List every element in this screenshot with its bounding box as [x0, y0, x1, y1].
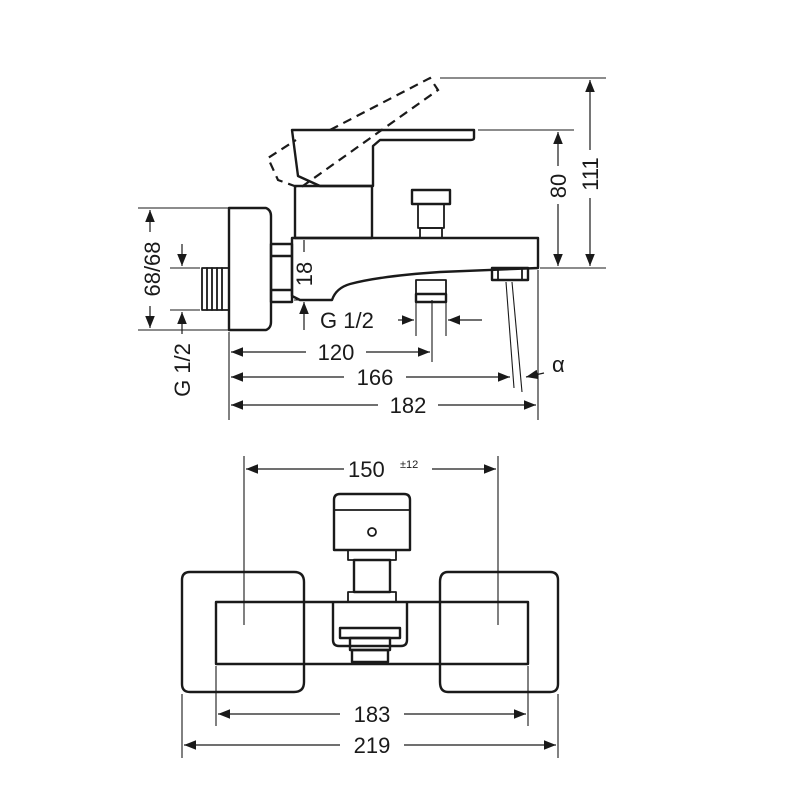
- wall-connector: [201, 267, 230, 311]
- front-view: 150 ±12 183 219: [180, 454, 560, 758]
- left-rosette: [180, 570, 306, 694]
- aerator: [490, 266, 530, 282]
- stream-line-1: [505, 281, 515, 389]
- center-housing: [331, 602, 409, 648]
- angle-arrow: [525, 369, 545, 380]
- mixer-cartridge: [293, 184, 374, 240]
- front-body: [214, 600, 530, 666]
- bottom-outlet: [414, 279, 448, 304]
- diverter-knob: [410, 188, 452, 239]
- side-view: 111 80 68/68 G 1/2 18 G 1/2 120: [138, 76, 606, 420]
- front-diverter: [332, 492, 412, 552]
- dim-label-18: 18: [292, 262, 317, 286]
- dim-label-183: 183: [354, 702, 391, 727]
- stream-line-2: [511, 281, 523, 393]
- lever-handle-raised: [266, 76, 440, 190]
- front-spout: [338, 626, 402, 664]
- connection-nut: [269, 242, 294, 304]
- lever-handle: [290, 128, 476, 188]
- angle-label: α: [552, 352, 565, 377]
- dim-label-120: 120: [318, 340, 355, 365]
- wall-rosette: [227, 206, 273, 332]
- dim-label-150: 150: [348, 457, 385, 482]
- right-rosette: [438, 570, 560, 694]
- diverter-stem: [347, 549, 397, 603]
- dim-label-182: 182: [390, 393, 427, 418]
- dim-tolerance: ±12: [400, 459, 418, 471]
- dim-label-80: 80: [546, 174, 571, 198]
- dim-label-outlet-thread: G 1/2: [320, 308, 374, 333]
- dim-label-68-68: 68/68: [140, 241, 165, 296]
- dim-label-wall-thread: G 1/2: [170, 343, 195, 397]
- faucet-body: [290, 236, 540, 302]
- dim-label-166: 166: [357, 365, 394, 390]
- diverter-hole: [367, 527, 377, 537]
- dim-label-111: 111: [578, 157, 603, 190]
- dim-label-219: 219: [354, 733, 391, 758]
